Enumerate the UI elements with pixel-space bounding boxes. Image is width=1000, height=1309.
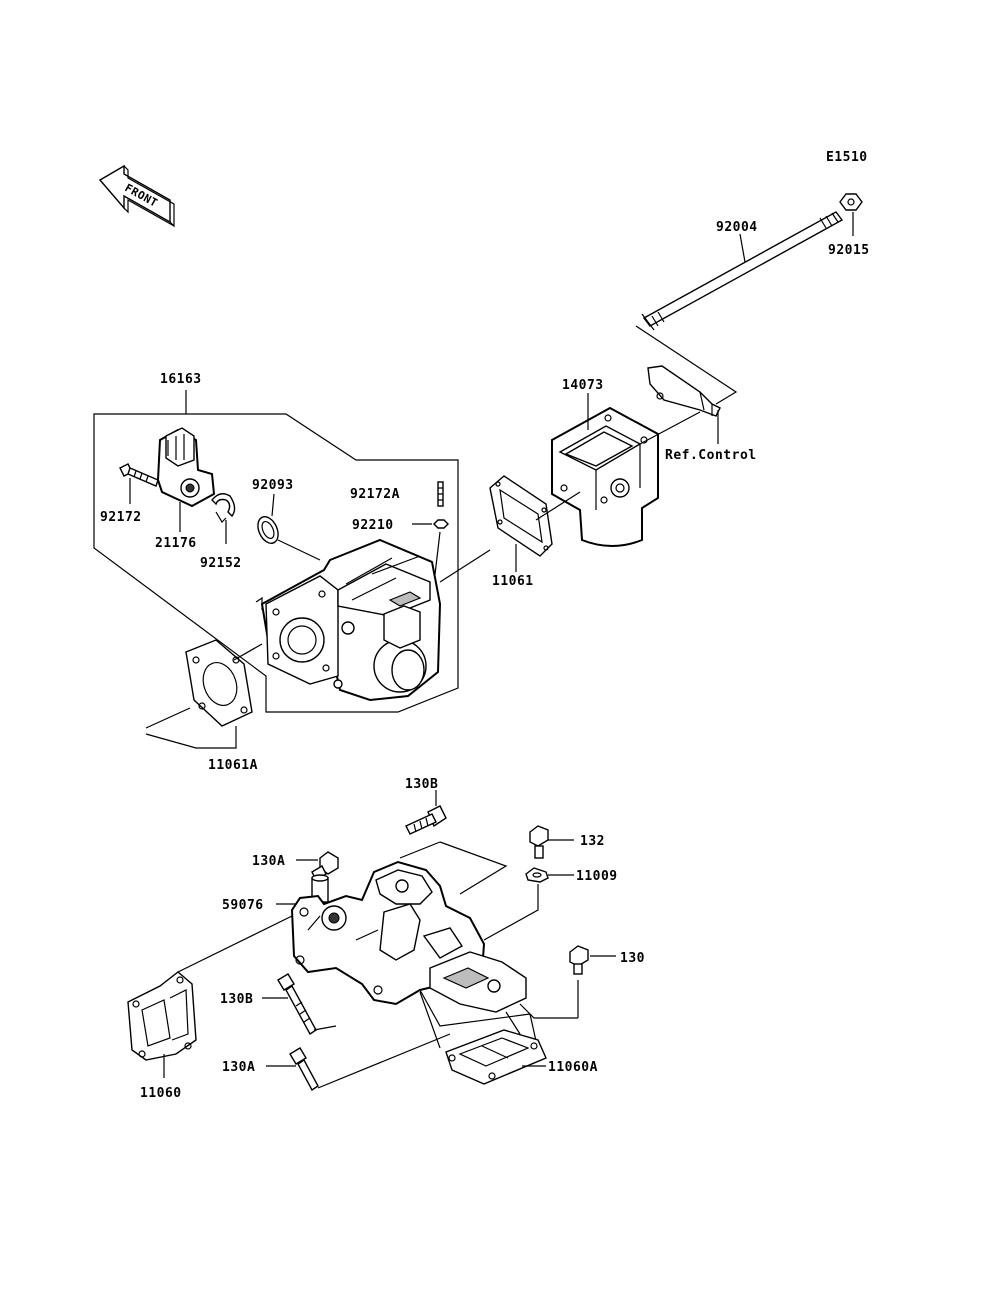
label-92172: 92172	[100, 510, 142, 525]
diagram-code: E1510	[826, 150, 868, 165]
label-11061: 11061	[492, 574, 534, 589]
label-92210: 92210	[352, 518, 394, 533]
label-ref-control: Ref.Control	[665, 448, 757, 463]
gasket-11060a	[445, 1029, 547, 1085]
stud-92172a	[437, 481, 444, 507]
label-130a-top: 130A	[252, 854, 285, 869]
label-92015: 92015	[828, 243, 870, 258]
gasket-11061a	[185, 639, 253, 727]
label-132: 132	[580, 834, 605, 849]
nut-92210	[433, 519, 449, 529]
label-92172a: 92172A	[350, 487, 400, 502]
label-11060: 11060	[140, 1086, 182, 1101]
front-arrow-icon: FRONT	[98, 164, 175, 228]
group-outline-16163	[93, 413, 459, 713]
throttle-body	[255, 538, 442, 702]
stud-92004	[641, 211, 844, 331]
label-11009: 11009	[576, 869, 618, 884]
gasket-11061	[489, 475, 553, 557]
bolt-132	[529, 825, 549, 859]
label-92152: 92152	[200, 556, 242, 571]
label-14073: 14073	[562, 378, 604, 393]
clip-92152	[211, 493, 236, 523]
screw-92172	[119, 463, 159, 487]
gasket-11060	[127, 971, 197, 1061]
oring-92093	[257, 516, 279, 544]
label-11060a: 11060A	[548, 1060, 598, 1075]
intake-14073	[551, 406, 659, 547]
label-130: 130	[620, 951, 645, 966]
bolt-130	[569, 945, 589, 975]
label-92004: 92004	[716, 220, 758, 235]
label-59076: 59076	[222, 898, 264, 913]
label-92093: 92093	[252, 478, 294, 493]
bolt-130b-bottom	[277, 973, 317, 1036]
washer-11009	[525, 867, 549, 883]
sensor-21176	[156, 427, 216, 508]
label-21176: 21176	[155, 536, 197, 551]
bolt-130b-top	[405, 805, 447, 835]
label-11061a: 11061A	[208, 758, 258, 773]
nut-92015	[839, 193, 863, 211]
control-bracket	[647, 365, 721, 417]
bolt-130a-bottom	[289, 1047, 319, 1092]
label-130a-bottom: 130A	[222, 1060, 255, 1075]
label-130b-bottom: 130B	[220, 992, 253, 1007]
intake-manifold	[290, 860, 527, 1013]
label-130b-top: 130B	[405, 777, 438, 792]
label-16163: 16163	[160, 372, 202, 387]
